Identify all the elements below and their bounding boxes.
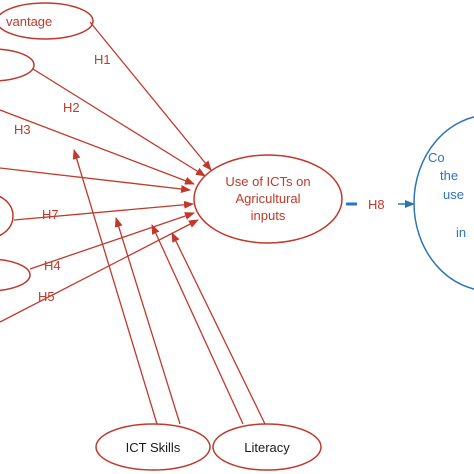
construct-ellipse-h4: [0, 258, 31, 292]
hypothesis-label-h1: H1: [94, 52, 111, 67]
arrow-h1: [89, 21, 212, 171]
hypothesis-label-h3: H3: [14, 122, 31, 137]
arrow-h3: [0, 109, 195, 185]
moderator-arrow-literacy-2: [171, 232, 266, 425]
arrow-h5: [0, 219, 199, 323]
relative-advantage-label: vantage: [6, 14, 52, 29]
arrow-construct-4: [0, 167, 191, 193]
literacy-label: Literacy: [244, 440, 290, 455]
hypothesis-label-h7: H7: [42, 207, 59, 222]
relative-advantage-ellipse: [0, 2, 94, 40]
arrow-h7: [13, 200, 194, 221]
hypothesis-label-h8: H8: [368, 197, 385, 212]
arrow-h4: [29, 212, 195, 270]
use-icts-ellipse: [193, 154, 343, 244]
ict-skills-label: ICT Skills: [126, 440, 181, 455]
outcome-label-line-4: in: [456, 225, 466, 240]
use-icts-label-line-2: Agricultural: [235, 191, 300, 206]
hypothesis-label-h2: H2: [63, 100, 80, 115]
moderator-arrow-skills-2: [114, 217, 181, 425]
moderator-arrow-skills-1: [72, 149, 158, 425]
arrow-h2: [32, 68, 206, 177]
outcome-ellipse: [413, 116, 474, 290]
outcome-label-line-3: use: [443, 187, 464, 202]
use-icts-label-line-1: Use of ICTs on: [225, 174, 310, 189]
outcome-label-line-1: Co: [428, 150, 445, 165]
hypothesis-label-h5: H5: [38, 289, 55, 304]
hypothesis-label-h4: H4: [44, 258, 61, 273]
construct-ellipse-2: [0, 48, 35, 82]
outcome-label-line-2: the: [440, 168, 458, 183]
moderator-arrow-literacy-1: [151, 224, 244, 425]
construct-ellipse-h7: [0, 195, 14, 237]
ict-skills-ellipse: [95, 423, 211, 471]
literacy-ellipse: [212, 423, 322, 471]
use-icts-label-line-3: inputs: [251, 208, 286, 223]
